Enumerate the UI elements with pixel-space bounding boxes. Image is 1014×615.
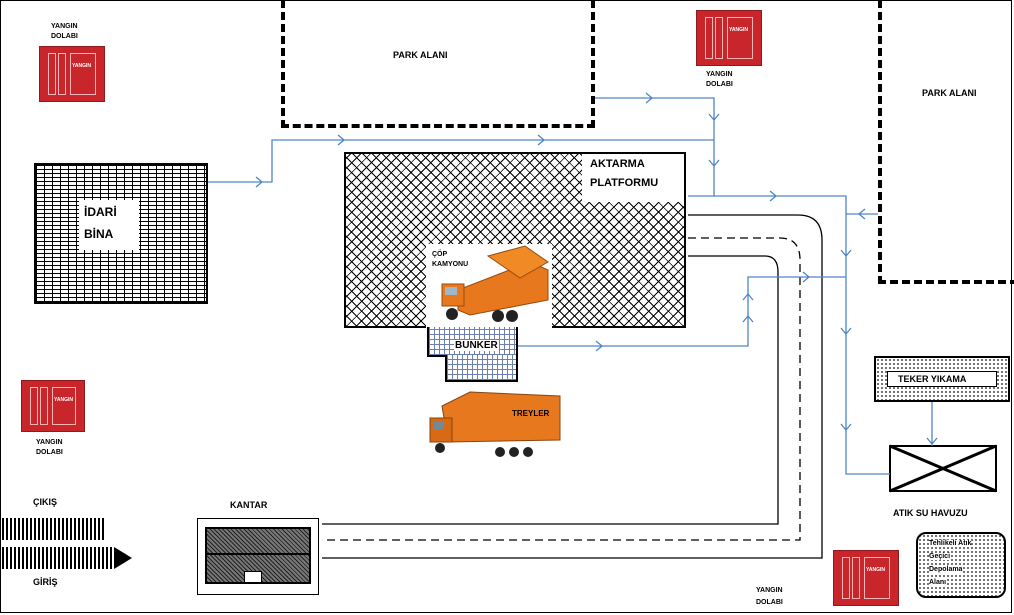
- fire-cabinet-1-tag: YANGIN: [72, 63, 91, 69]
- garbage-truck-label-line1: ÇÖP: [432, 251, 448, 258]
- transfer-platform-label-line2: PLATFORMU: [590, 177, 659, 189]
- hazardous-waste-label-1: Tehlikeli Atık: [929, 540, 972, 547]
- fire-cabinet-1-label-line2: DOLABI: [51, 33, 78, 40]
- park-area-right: [878, 0, 1014, 284]
- weighbridge-label: KANTAR: [230, 500, 268, 510]
- fire-cabinet-4-tag: YANGIN: [866, 567, 885, 573]
- transfer-platform-label-line1: AKTARMA: [590, 158, 645, 170]
- fire-cabinet-1: YANGIN: [39, 46, 105, 102]
- fire-cabinet-4-label-line2: DOLABI: [756, 599, 783, 606]
- fire-cabinet-2-tag: YANGIN: [729, 27, 748, 33]
- fire-cabinet-3-label-line2: DOLABI: [36, 449, 63, 456]
- weighbridge-divider: [205, 553, 311, 555]
- exit-lane: [2, 518, 104, 540]
- weighbridge-booth: [244, 571, 262, 583]
- waste-water-pool-label: ATIK SU HAVUZU: [893, 508, 968, 518]
- transfer-platform: [344, 152, 686, 328]
- park-area-top-label: PARK ALANI: [393, 50, 448, 60]
- fire-cabinet-3-tag: YANGIN: [54, 397, 73, 403]
- garbage-truck-label-line2: KAMYONU: [432, 261, 469, 268]
- park-area-top: [281, 0, 595, 128]
- fire-cabinet-2: YANGIN: [696, 10, 762, 66]
- fire-cabinet-4-label-line1: YANGIN: [756, 587, 783, 594]
- fire-cabinet-2-label-line2: DOLABI: [706, 81, 733, 88]
- bunker-extension: [445, 355, 518, 382]
- park-area-right-label: PARK ALANI: [922, 88, 977, 98]
- fire-cabinet-1-label-line1: YANGIN: [51, 23, 78, 30]
- admin-building-label-line1: İDARİ: [84, 205, 117, 219]
- exit-label: ÇIKIŞ: [33, 497, 58, 507]
- bunker-label: BUNKER: [454, 340, 499, 351]
- hazardous-waste-label-3: Depolama: [929, 566, 963, 573]
- entry-lane: [2, 547, 114, 569]
- admin-building-label-line2: BİNA: [84, 227, 114, 241]
- fire-cabinet-3-label-line1: YANGIN: [36, 439, 63, 446]
- transfer-platform-label-box: [582, 154, 684, 202]
- hazardous-waste-label-2: Geçici: [929, 553, 951, 560]
- fire-cabinet-4: YANGIN: [833, 550, 899, 606]
- admin-building-label-box: [79, 200, 139, 250]
- trailer-label: TREYLER: [512, 409, 550, 418]
- fire-cabinet-3: YANGIN: [21, 380, 85, 432]
- entry-label: GİRİŞ: [33, 577, 58, 587]
- fire-cabinet-2-label-line1: YANGIN: [706, 71, 733, 78]
- wheel-washing-label: TEKER YIKAMA: [898, 374, 967, 384]
- hazardous-waste-label-4: Alanı: [929, 579, 947, 586]
- wheel-washing-label-box: [887, 371, 997, 387]
